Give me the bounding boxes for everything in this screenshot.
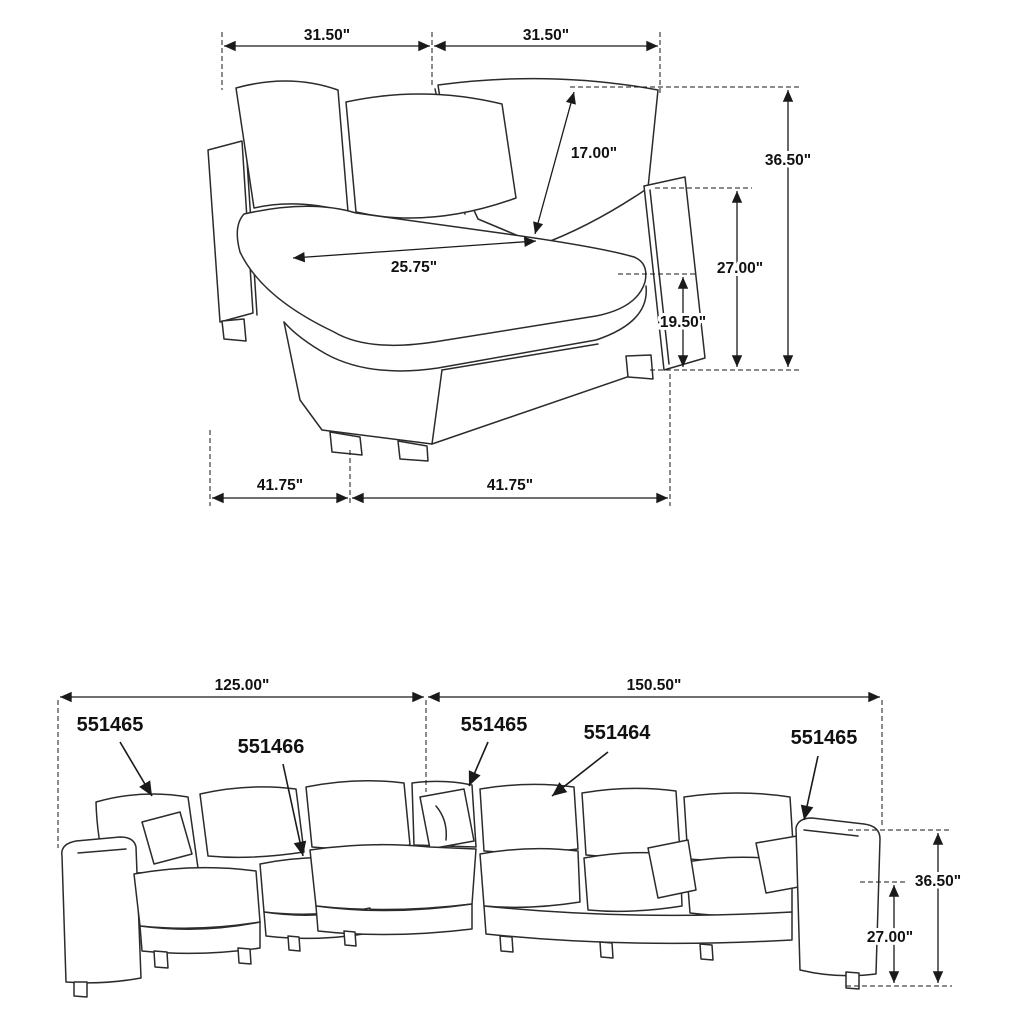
sectional-drawing [61, 780, 881, 998]
chair-foot-front-left [329, 431, 363, 456]
chair-right-arm-edge [649, 189, 670, 365]
corner-chair-drawing [207, 77, 706, 462]
sofa-throw-pillow [141, 811, 193, 865]
chair-seat-front-edge [283, 285, 647, 372]
chair-left-arm [207, 140, 254, 323]
corner-chair-dimensions: 31.50" 31.50" 17.00" 36.50" 27.00" 19.50… [209, 24, 814, 506]
sofa-foot [699, 943, 714, 961]
label-right-length: 150.50" [627, 677, 682, 694]
label-seat-depth: 25.75" [391, 259, 437, 276]
sofa-foot [499, 935, 514, 953]
sofa-foot [343, 930, 357, 947]
sofa-seat-cushion [133, 866, 261, 929]
label-seat-height: 19.50" [660, 314, 706, 331]
sku-arrow-3 [468, 741, 489, 787]
sku-arrow-1 [119, 741, 153, 797]
label-sectional-back-height: 27.00" [867, 929, 913, 946]
sofa-seat-cushion [309, 843, 477, 911]
sofa-left-arm [61, 836, 142, 984]
sofa-throw-pillow [647, 839, 697, 899]
sku-label-2: 551466 [238, 736, 305, 758]
sofa-foot [153, 950, 169, 969]
sofa-back-cushion [479, 783, 579, 854]
sku-label-3: 551465 [461, 714, 528, 736]
chair-left-back-cushion [235, 80, 349, 213]
chair-foot-right [625, 354, 654, 380]
chair-seat-cushion [236, 205, 647, 347]
chair-base-right-edge [441, 343, 599, 371]
label-overall-height: 36.50" [765, 152, 811, 169]
sofa-left-arm-edge [77, 848, 127, 854]
sofa-back-cushion [305, 780, 411, 850]
sofa-corner-pillow-fold [435, 805, 448, 841]
sku-label-5: 551465 [791, 727, 858, 749]
label-sectional-overall-height: 36.50" [915, 873, 961, 890]
dim-back-cushion [533, 91, 576, 235]
sku-label-4: 551464 [584, 722, 652, 744]
chair-center-pillow [345, 93, 517, 219]
sofa-corner-pillow [419, 788, 475, 850]
sku-arrow-5 [800, 755, 819, 821]
chair-foot-left [221, 318, 247, 342]
sectional-diagram: 125.00" 150.50" 36.50" 27.00" 551465 551… [57, 674, 964, 998]
sofa-base [139, 921, 261, 955]
sku-arrow-2 [282, 763, 307, 857]
sofa-seat-cushion [479, 847, 581, 909]
sofa-foot [845, 971, 860, 990]
sofa-foot [599, 941, 614, 959]
sku-label-1: 551465 [77, 714, 144, 736]
label-left-length: 125.00" [215, 677, 270, 694]
label-base-width-right: 41.75" [487, 477, 533, 494]
dim-seat-depth [292, 236, 537, 263]
sofa-foot [287, 935, 301, 952]
label-top-width-right: 31.50" [523, 27, 569, 44]
sofa-base [483, 905, 793, 945]
corner-chair-diagram: 31.50" 31.50" 17.00" 36.50" 27.00" 19.50… [207, 24, 814, 506]
sofa-back-cushion [199, 786, 305, 859]
sectional-dimensions: 125.00" 150.50" 36.50" 27.00" [57, 674, 964, 987]
sofa-foot [237, 947, 252, 965]
sofa-right-arm-edge [803, 829, 859, 837]
sofa-right-arm [795, 817, 881, 977]
label-arm-height: 27.00" [717, 260, 763, 277]
chair-base-bottom-edge [431, 373, 637, 445]
chair-base-front [283, 321, 443, 445]
sofa-foot [73, 981, 88, 998]
sectional-sku-callouts: 551465 551466 551465 551464 551465 [74, 711, 860, 857]
label-back-cushion: 17.00" [571, 145, 617, 162]
chair-foot-front-right [397, 440, 429, 462]
sku-arrow-4 [551, 751, 609, 797]
label-base-depth-left: 41.75" [257, 477, 303, 494]
label-top-width-left: 31.50" [304, 27, 350, 44]
